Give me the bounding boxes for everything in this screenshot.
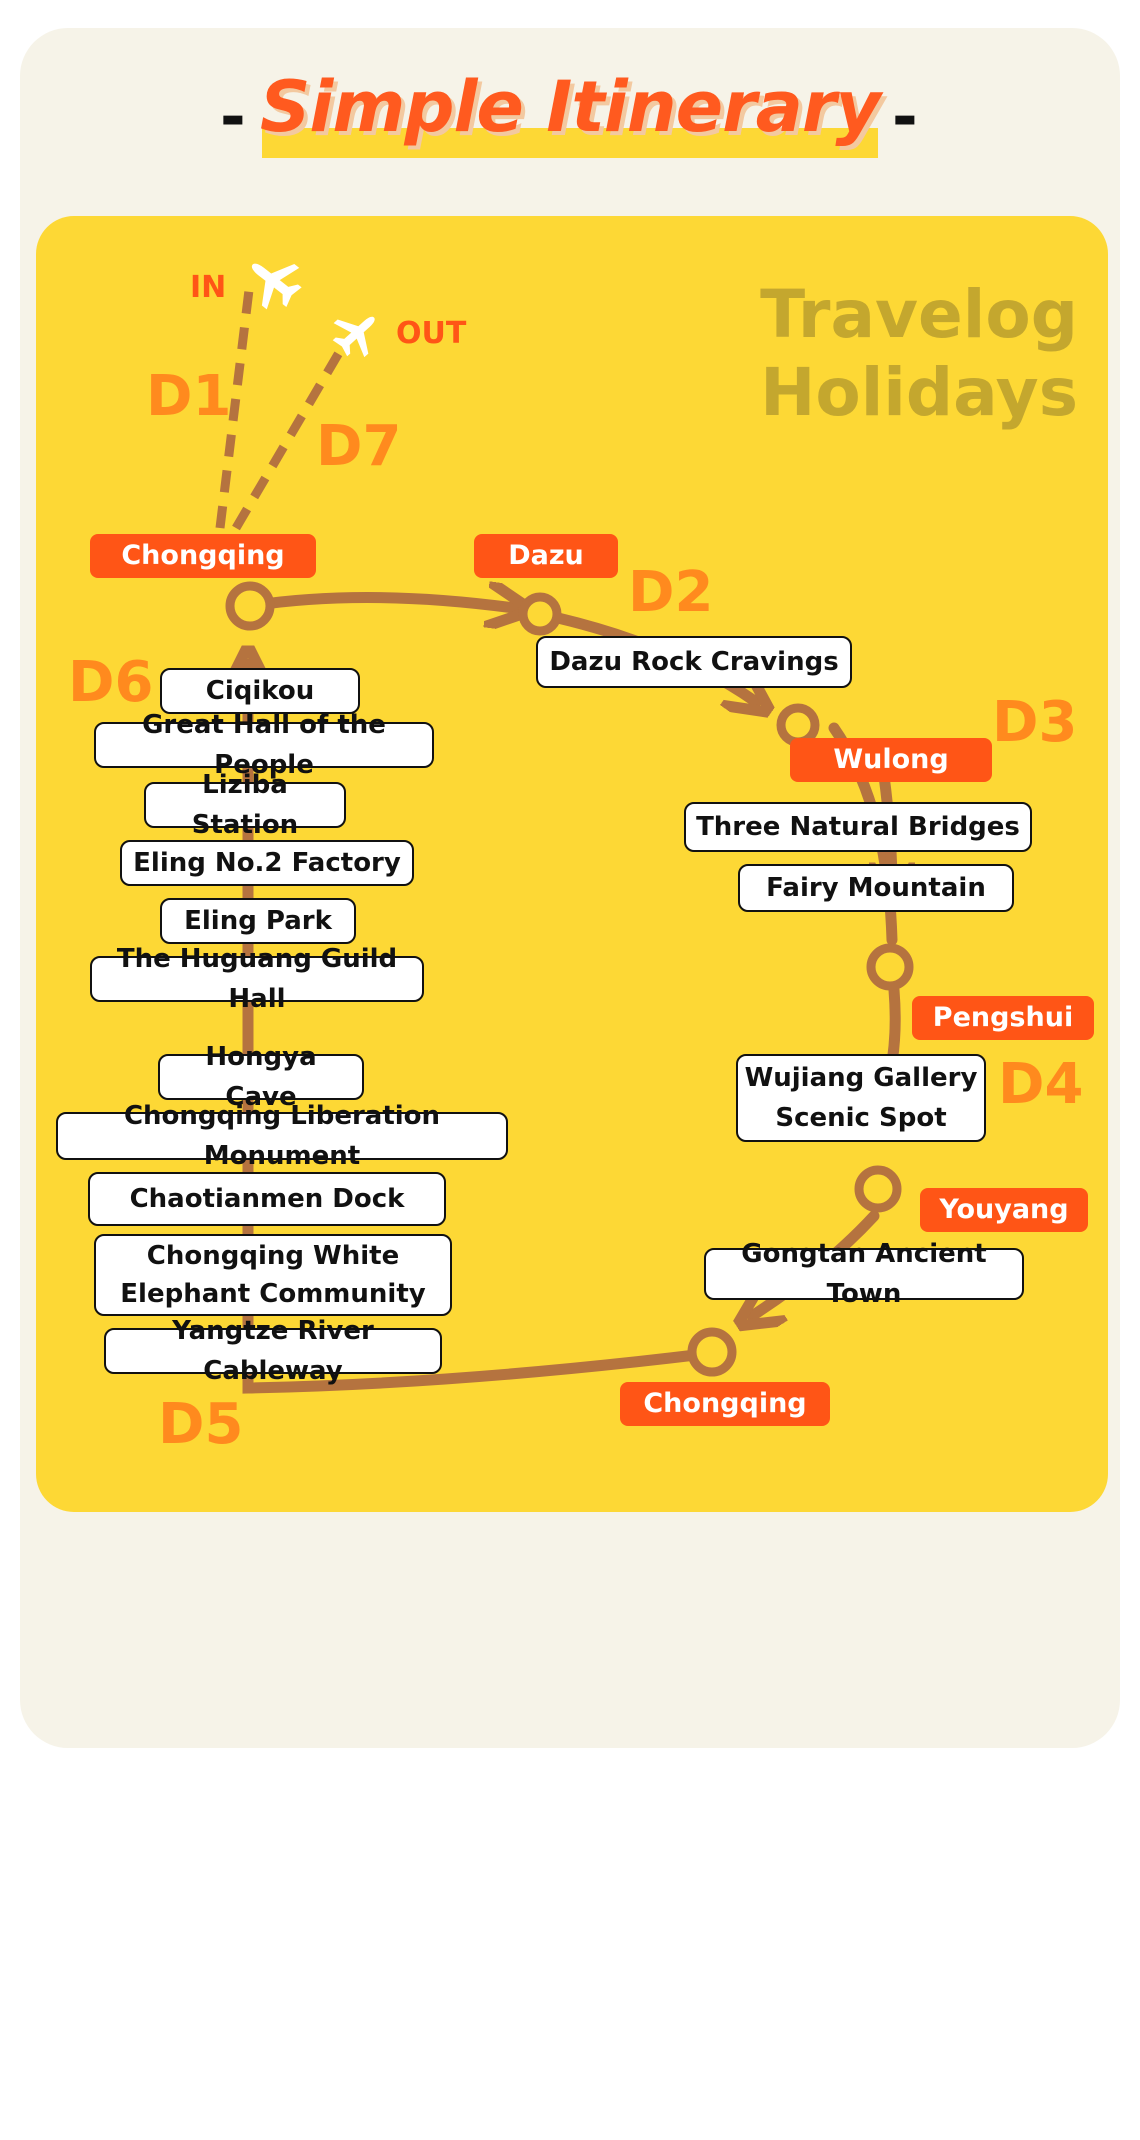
day-label-d3: D3: [992, 690, 1078, 755]
flight-out-label: OUT: [396, 316, 467, 351]
city-pengshui: Pengshui: [912, 996, 1094, 1040]
spot-liberation-monument: Chongqing Liberation Monument: [56, 1101, 508, 1171]
title-dash-right: -: [892, 80, 918, 153]
spot-white-elephant-community: Chongqing White Elephant Community: [94, 1234, 452, 1316]
city-youyang: Youyang: [920, 1188, 1088, 1232]
stop-node-wulong: [776, 703, 820, 747]
city-dazu: Dazu: [474, 534, 618, 578]
spot-gongtan-ancient-town: Gongtan Ancient Town: [704, 1239, 1024, 1309]
spot-huguang-guild-hall: The Huguang Guild Hall: [90, 944, 424, 1014]
stop-node-chongqing-end: [687, 1327, 737, 1377]
route-d6: [248, 664, 710, 1394]
stop-node-pengshui: [866, 943, 914, 991]
airplane-icon: [251, 263, 302, 310]
title-dash-left: -: [220, 80, 246, 153]
brand-line-2: Holidays: [760, 354, 1078, 431]
spot-eling-no2-factory: Eling No.2 Factory: [120, 840, 414, 886]
day-label-d4: D4: [998, 1052, 1084, 1117]
spot-eling-park: Eling Park: [160, 898, 356, 944]
flight-in-label: IN: [190, 270, 227, 305]
spot-fairy-mountain: Fairy Mountain: [738, 864, 1014, 912]
day-label-d5: D5: [158, 1392, 244, 1457]
day-label-d7: D7: [316, 414, 402, 479]
day-label-d1: D1: [146, 364, 232, 429]
city-chongqing-start: Chongqing: [90, 534, 316, 578]
title-underline: [262, 128, 878, 158]
spot-ciqikou: Ciqikou: [160, 668, 360, 714]
brand-watermark: Travelog Holidays: [760, 276, 1078, 432]
brand-line-1: Travelog: [760, 276, 1078, 353]
route-d2: [244, 597, 514, 608]
page-title: Simple Itinerary: [259, 66, 881, 148]
spot-hongya-cave: Hongya Cave: [158, 1042, 364, 1112]
city-wulong: Wulong: [790, 738, 992, 782]
spot-dazu-rock-carvings: Dazu Rock Cravings: [536, 636, 852, 688]
day-label-d2: D2: [628, 560, 714, 625]
spot-yangtze-river-cableway: Yangtze River Cableway: [104, 1316, 442, 1386]
stop-node-dazu: [518, 592, 562, 636]
flight-in-path: [215, 289, 254, 529]
route-map-panel: Travelog Holidays IN OUT D1 D2 D3 D4 D5 …: [36, 216, 1108, 1512]
stop-node-chongqing-start: [225, 581, 275, 631]
day-label-d6: D6: [68, 650, 154, 715]
spot-three-natural-bridges: Three Natural Bridges: [684, 802, 1032, 852]
spot-great-hall-of-the-people: Great Hall of the People: [94, 710, 434, 780]
spot-chaotianmen-dock: Chaotianmen Dock: [88, 1172, 446, 1226]
stop-node-youyang: [854, 1165, 902, 1213]
spot-liziba-station: Liziba Station: [144, 770, 346, 840]
city-chongqing-end: Chongqing: [620, 1382, 830, 1426]
spot-wujiang-gallery: Wujiang Gallery Scenic Spot: [736, 1054, 986, 1142]
airplane-icon: [332, 316, 375, 358]
